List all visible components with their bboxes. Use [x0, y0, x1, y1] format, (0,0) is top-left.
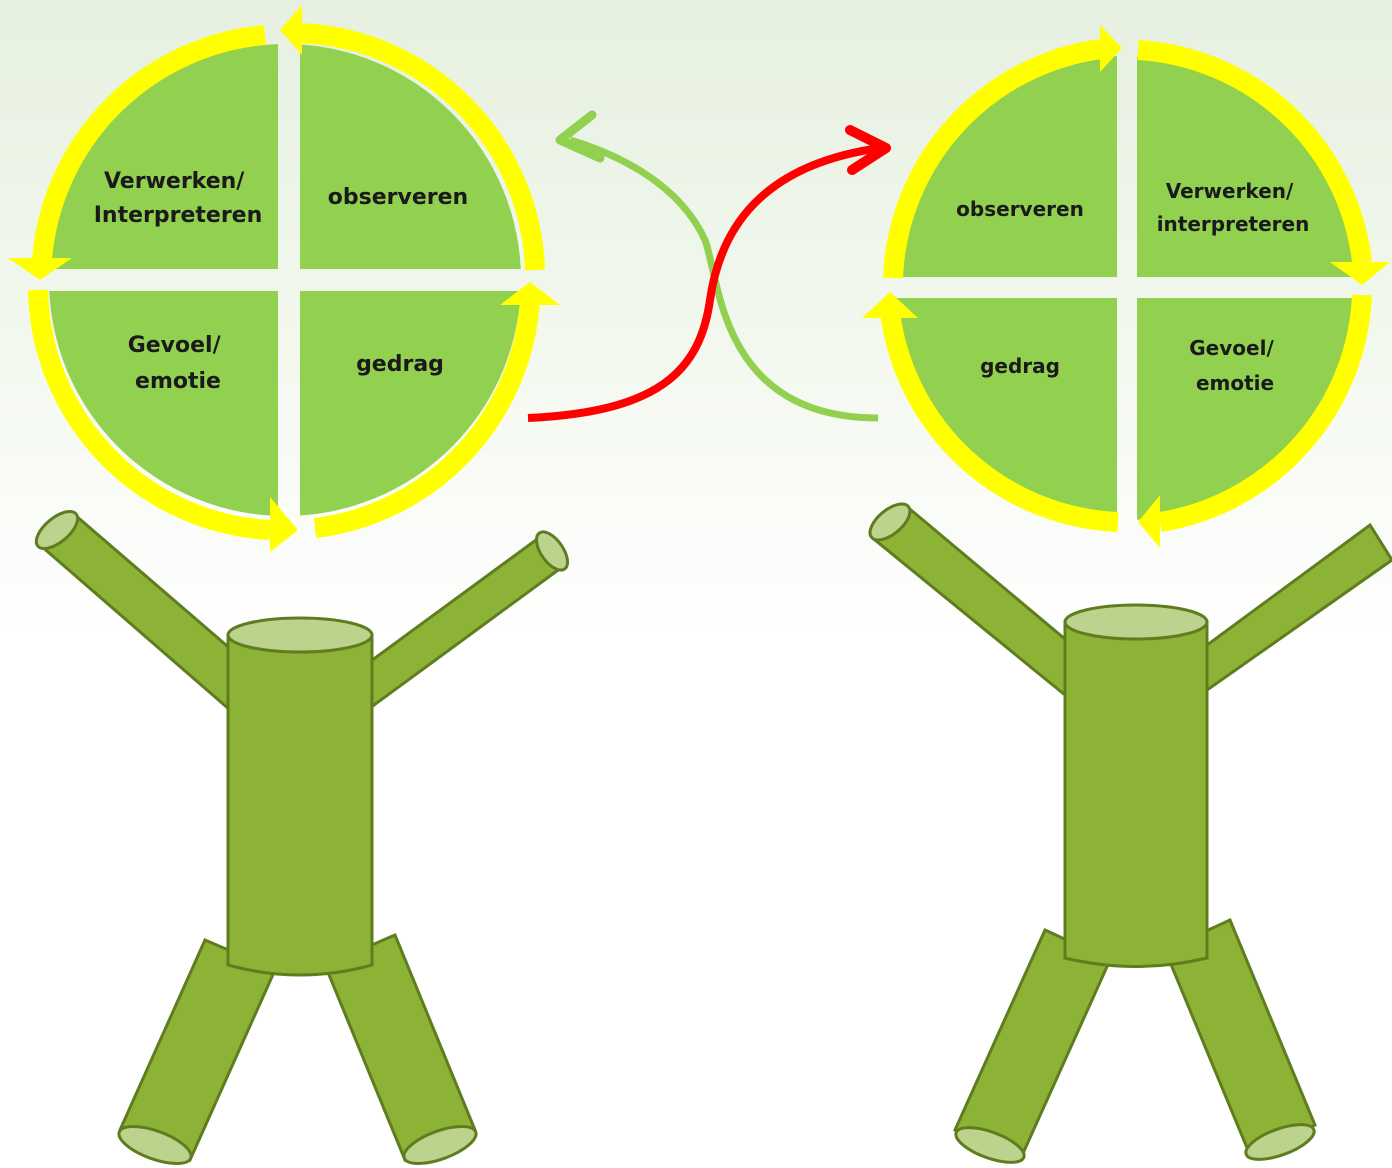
left-label-gedrag: gedrag — [356, 352, 444, 377]
right-person-leg-right — [1163, 917, 1317, 1161]
left-label-observeren: observeren — [328, 185, 468, 210]
left-cycle-arrowhead-bottom-right — [500, 282, 560, 305]
right-cycle-arc-top-right — [1137, 40, 1372, 264]
left-label-gevoel: Gevoel/ emotie — [128, 333, 229, 394]
left-cycle-arc-top-right — [299, 23, 545, 271]
right-person-arm-right — [1177, 522, 1392, 698]
right-cycle-arc-top-left — [883, 38, 1111, 279]
left-person — [34, 509, 570, 1165]
right-person-leg-left — [953, 928, 1112, 1164]
right-label-observeren: observeren — [956, 197, 1084, 221]
left-cycle-arc-top-left — [32, 25, 266, 261]
right-label-verwerken: Verwerken/ interpreteren — [1157, 179, 1310, 236]
left-cycle-arrowhead-top-right — [280, 5, 302, 55]
right-cycle-arc-bottom-left — [880, 310, 1119, 532]
right-cycle-arc-bottom-right — [1158, 294, 1372, 532]
green-connector-arrow — [555, 110, 879, 422]
right-label-gevoel: Gevoel/ emotie — [1189, 336, 1280, 395]
right-person — [868, 502, 1392, 1164]
left-cycle-arc-bottom-right — [313, 299, 540, 538]
right-cycle-arrowhead-top-left — [1100, 25, 1122, 72]
right-cycle-arrowhead-bottom-right — [1138, 495, 1160, 548]
left-person-arm-right — [342, 530, 570, 711]
right-label-gedrag: gedrag — [980, 354, 1060, 378]
right-cycle-arrowhead-top-right — [1330, 262, 1390, 285]
left-person-torso — [226, 616, 374, 977]
right-person-arm-left — [868, 502, 1093, 698]
right-quadrant-top-left — [893, 56, 1117, 277]
red-connector-arrow — [527, 125, 891, 422]
left-person-arm-left — [34, 509, 257, 713]
left-cycle-arrowhead-top-left — [8, 258, 72, 280]
right-cycle-arrowhead-bottom-left — [862, 292, 918, 318]
right-person-torso — [1063, 603, 1209, 968]
left-cycle-arc-bottom-left — [28, 289, 271, 540]
left-cycle-arrowhead-bottom-left — [270, 497, 298, 552]
left-label-verwerken: Verwerken/ Interpreteren — [94, 169, 263, 228]
left-cycle: Verwerken/ Interpreteren observeren Gevo… — [8, 5, 560, 552]
left-person-leg-left — [117, 938, 277, 1165]
